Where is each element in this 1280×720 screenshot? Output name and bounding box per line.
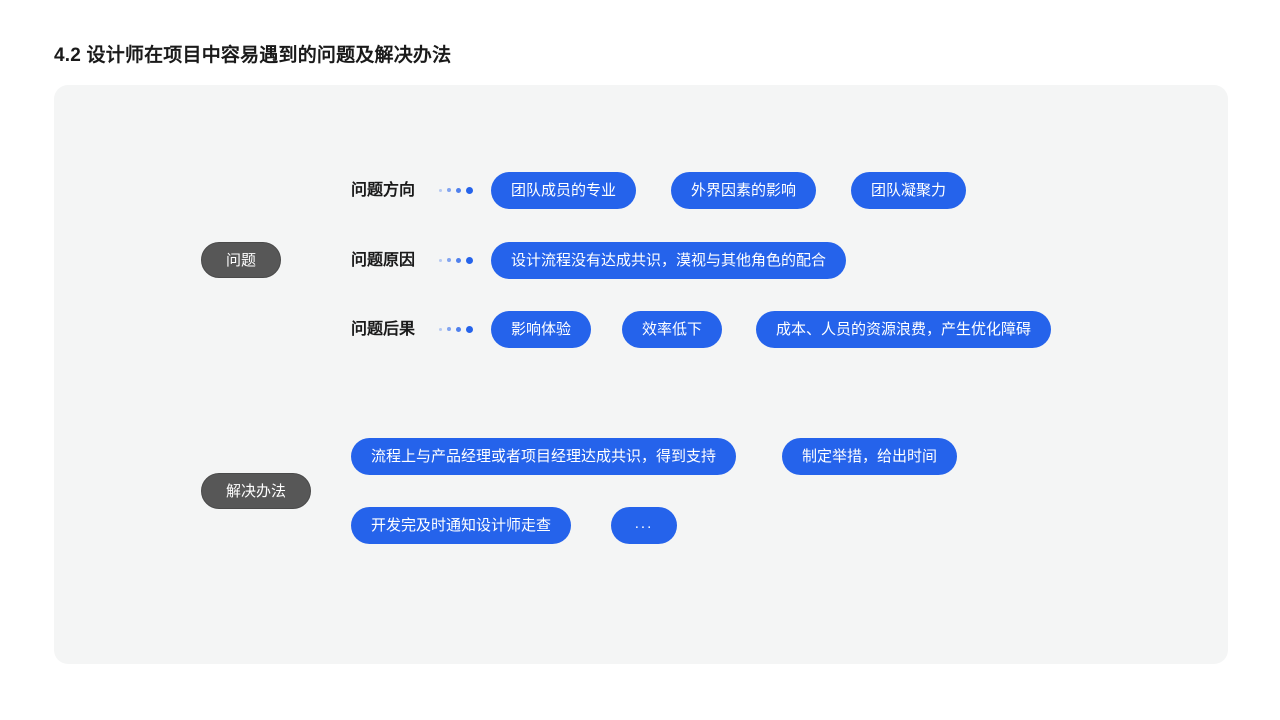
pill-problem-direction-1[interactable]: 团队成员的专业 — [491, 172, 637, 209]
row-label-problem-cause: 问题原因 — [351, 252, 416, 269]
group-badge-solution[interactable]: 解决办法 — [201, 473, 312, 509]
pill-solution-1[interactable]: 流程上与产品经理或者项目经理达成共识，得到支持 — [351, 438, 737, 475]
pill-problem-consequence-2[interactable]: 效率低下 — [622, 311, 723, 348]
pill-solution-more[interactable]: ... — [611, 507, 677, 544]
dot-connector-icon-row3 — [439, 323, 473, 335]
pill-problem-consequence-1[interactable]: 影响体验 — [491, 311, 592, 348]
row-label-problem-direction: 问题方向 — [351, 182, 416, 199]
group-badge-problem[interactable]: 问题 — [201, 242, 282, 278]
pill-solution-2[interactable]: 制定举措，给出时间 — [782, 438, 958, 475]
dot-connector-icon-row1 — [439, 184, 473, 196]
pill-problem-consequence-3[interactable]: 成本、人员的资源浪费，产生优化障碍 — [756, 311, 1052, 348]
content-board: 问题 问题方向 团队成员的专业 外界因素的影响 团队凝聚力 问题原因 设计流程没… — [54, 85, 1228, 664]
dot-connector-icon-row2 — [439, 254, 473, 266]
pill-problem-direction-3[interactable]: 团队凝聚力 — [851, 172, 967, 209]
page-title: 4.2 设计师在项目中容易遇到的问题及解决办法 — [54, 45, 452, 66]
pill-solution-3[interactable]: 开发完及时通知设计师走查 — [351, 507, 572, 544]
row-label-problem-consequence: 问题后果 — [351, 321, 416, 338]
pill-problem-cause-1[interactable]: 设计流程没有达成共识，漠视与其他角色的配合 — [491, 242, 847, 279]
pill-problem-direction-2[interactable]: 外界因素的影响 — [671, 172, 817, 209]
